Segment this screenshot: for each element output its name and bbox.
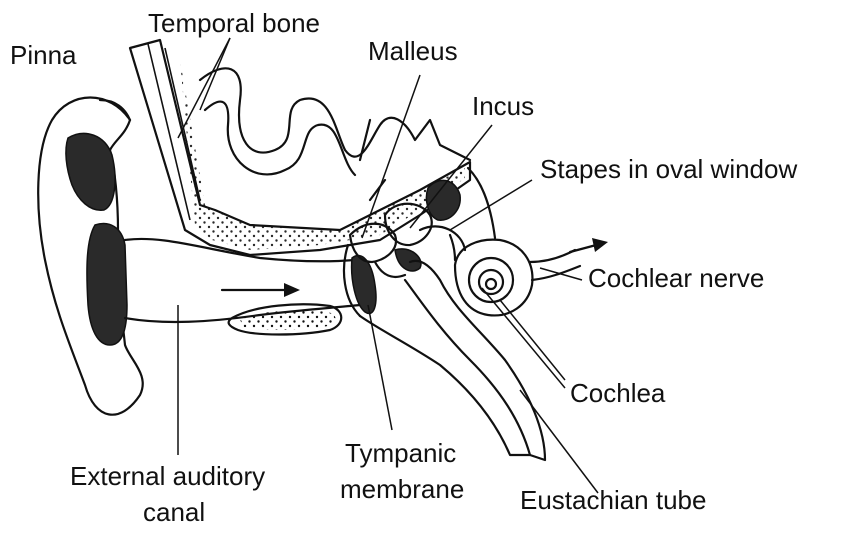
label-malleus: Malleus xyxy=(368,36,458,66)
label-stapes: Stapes in oval window xyxy=(540,154,797,184)
nerve-arrow xyxy=(570,238,608,252)
label-incus: Incus xyxy=(472,91,534,121)
label-tympanic-line1: Tympanic xyxy=(345,438,456,468)
label-eustachian-tube: Eustachian tube xyxy=(520,485,706,515)
leader-lines xyxy=(178,38,598,493)
label-cochlear-nerve: Cochlear nerve xyxy=(588,263,764,293)
sound-arrow xyxy=(222,283,300,297)
label-external-canal-line1: External auditory xyxy=(70,461,265,491)
pinna-shape xyxy=(38,98,143,415)
label-tympanic-line2: membrane xyxy=(340,474,464,504)
label-pinna: Pinna xyxy=(10,40,77,70)
label-cochlea: Cochlea xyxy=(570,378,666,408)
eustachian-tube-shape xyxy=(360,261,545,460)
label-temporal-bone: Temporal bone xyxy=(148,8,320,38)
label-external-canal-line2: canal xyxy=(143,497,205,527)
temporal-bone-shape xyxy=(130,40,470,255)
